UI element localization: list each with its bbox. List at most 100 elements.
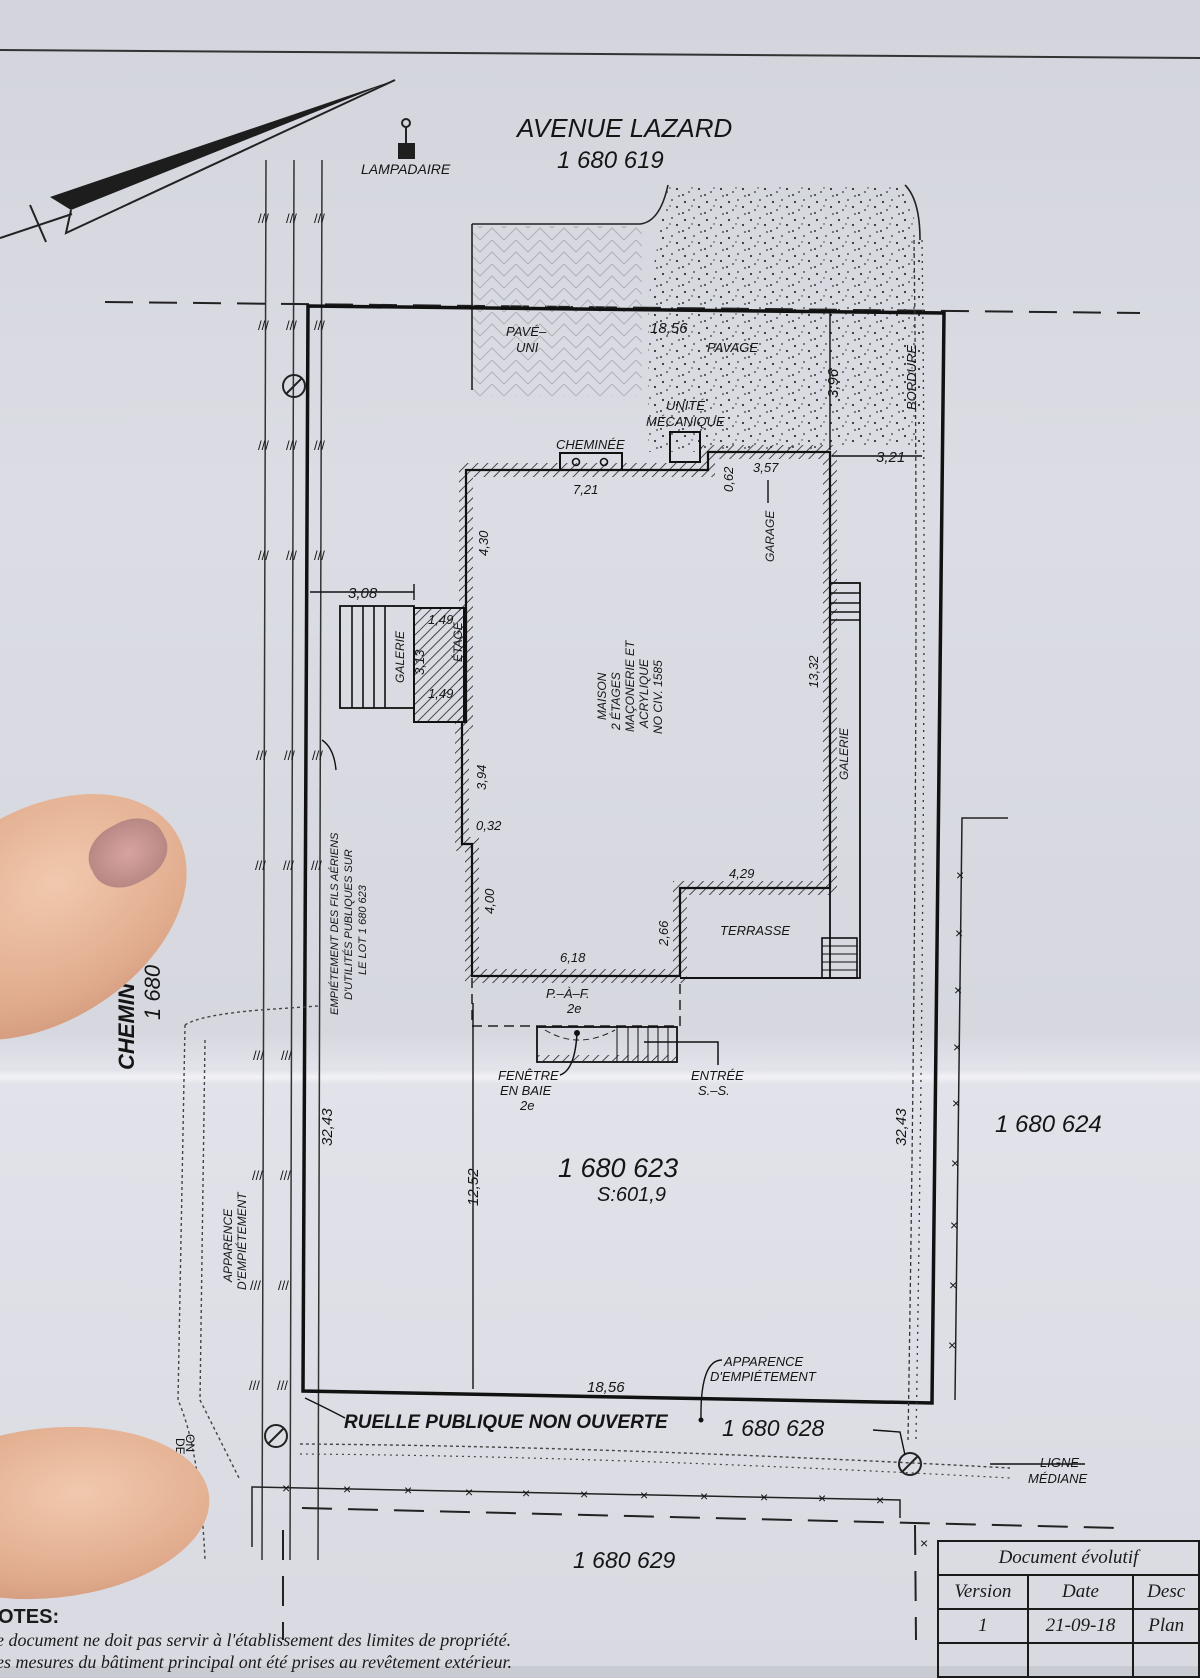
svg-text:×: × bbox=[953, 1039, 961, 1055]
hedge-right bbox=[907, 239, 917, 1441]
bay-window-label-1: FENÊTRE bbox=[498, 1068, 559, 1083]
lamppost-icon bbox=[398, 118, 415, 159]
svg-text:×: × bbox=[954, 982, 962, 998]
revision-col-version: Version bbox=[937, 1574, 1029, 1610]
left-galerie bbox=[339, 605, 415, 709]
svg-text:×: × bbox=[950, 1217, 958, 1233]
revision-table-title: Document évolutif bbox=[937, 1540, 1200, 1576]
svg-text:×: × bbox=[700, 1488, 708, 1504]
chimney-icon bbox=[559, 452, 623, 471]
dim-left-upper: 4,30 bbox=[476, 530, 491, 556]
dim-etage-top: 1,49 bbox=[428, 612, 453, 627]
svg-text:ACRYLIQUE: ACRYLIQUE bbox=[637, 658, 651, 729]
svg-text:///: /// bbox=[258, 318, 269, 333]
table-row: 1 21-09-18 Plan bbox=[937, 1608, 1200, 1644]
encroach-left-label-2: D'EMPIÉTEMENT bbox=[234, 1191, 249, 1290]
svg-text:×: × bbox=[876, 1492, 884, 1508]
dim-front-setback: 3,96 bbox=[825, 368, 842, 398]
lane-rear-line bbox=[301, 1507, 1121, 1529]
dim-rear-wall: 6,18 bbox=[560, 950, 586, 965]
encroach-left-label-1: APPARENCE bbox=[221, 1208, 235, 1283]
bay-window-label-2: EN BAIE bbox=[500, 1083, 552, 1098]
svg-text:///: /// bbox=[283, 858, 294, 873]
utility-wire-ticks: ///////// ///////// ///////// ///////// … bbox=[249, 211, 325, 1393]
dim-garage-step: 0,62 bbox=[721, 466, 736, 492]
bay-window-label-3: 2e bbox=[519, 1098, 534, 1113]
svg-text:×: × bbox=[951, 1155, 959, 1171]
dim-right-setback: 3,21 bbox=[876, 449, 905, 466]
entry-label-1: ENTRÉE bbox=[691, 1068, 744, 1083]
north-arrow-icon bbox=[0, 79, 396, 243]
bay-window-and-entry bbox=[536, 1026, 719, 1076]
utility-wires bbox=[261, 159, 323, 1561]
svg-text:///: /// bbox=[258, 211, 269, 226]
side-street-name: CHEMIN bbox=[114, 982, 139, 1070]
mechanical-unit-label-2: MÉCANIQUE bbox=[646, 414, 725, 429]
svg-text:///: /// bbox=[286, 211, 297, 226]
cut-label-2: ON bbox=[183, 1434, 197, 1452]
svg-text:///: /// bbox=[258, 438, 269, 453]
chimney-label: CHEMINÉE bbox=[556, 437, 625, 452]
svg-text:///: /// bbox=[278, 1278, 289, 1293]
svg-text:///: /// bbox=[256, 748, 267, 763]
right-galerie bbox=[821, 582, 861, 979]
svg-text:///: /// bbox=[286, 548, 297, 563]
median-label-2: MÉDIANE bbox=[1028, 1471, 1088, 1486]
svg-text:×: × bbox=[949, 1277, 957, 1293]
dim-left-side: 32,43 bbox=[319, 1108, 336, 1146]
mechanical-unit-label-1: UNITÉ bbox=[666, 398, 705, 413]
svg-text:×: × bbox=[952, 1095, 960, 1111]
encroach-rear-label-2: D'EMPIÉTEMENT bbox=[710, 1369, 817, 1384]
lot-boundary bbox=[301, 304, 946, 1405]
revision-date: 21-09-18 bbox=[1026, 1608, 1135, 1644]
svg-text:×: × bbox=[640, 1487, 648, 1503]
svg-text:///: /// bbox=[284, 748, 295, 763]
house-description: MAISON 2 ÉTAGES MAÇONERIE ET ACRYLIQUE N… bbox=[595, 639, 665, 734]
fence-rear bbox=[251, 1486, 901, 1547]
notes-line-2: es mesures du bâtiment principal ont été… bbox=[0, 1652, 513, 1672]
svg-text:///: /// bbox=[249, 1378, 260, 1393]
svg-text:///: /// bbox=[314, 318, 325, 333]
overhead-wires-note: EMPIÉTEMENT DES FILS AÉRIENS D'UTILITÉS … bbox=[328, 832, 369, 1015]
encroach-rear-label-1: APPARENCE bbox=[723, 1354, 804, 1369]
svg-text:///: /// bbox=[281, 1048, 292, 1063]
paf-label-2: 2e bbox=[566, 1001, 581, 1016]
svg-text:2 ÉTAGES: 2 ÉTAGES bbox=[608, 672, 623, 731]
svg-text:MAISON: MAISON bbox=[595, 672, 609, 720]
svg-text:///: /// bbox=[286, 438, 297, 453]
notes-section: OTES: e document ne doit pas servir à l'… bbox=[0, 1606, 1200, 1673]
street-lot-number: 1 680 619 bbox=[557, 147, 664, 174]
dim-rear: 18,56 bbox=[587, 1379, 625, 1396]
dim-terrace-wall: 4,29 bbox=[729, 866, 754, 881]
revision-col-date: Date bbox=[1026, 1574, 1135, 1610]
revision-desc: Plan bbox=[1132, 1608, 1200, 1644]
svg-text:MAÇONERIE ET: MAÇONERIE ET bbox=[623, 639, 637, 732]
dim-right-side: 32,43 bbox=[893, 1108, 910, 1146]
svg-text:///: /// bbox=[280, 1168, 291, 1183]
svg-text:×: × bbox=[920, 1535, 928, 1551]
svg-text:///: /// bbox=[314, 211, 325, 226]
pavage-area bbox=[648, 185, 920, 452]
dim-front: 18,56 bbox=[650, 320, 688, 337]
dim-jog: 0,32 bbox=[476, 818, 502, 833]
subject-lot-number: 1 680 623 bbox=[558, 1153, 678, 1183]
galerie-left-label: GALERIE bbox=[393, 630, 407, 683]
paper-fold-crease bbox=[0, 1070, 1200, 1084]
overhang-outline bbox=[471, 978, 681, 1027]
galerie-right-label: GALERIE bbox=[837, 727, 851, 780]
svg-text:///: /// bbox=[286, 318, 297, 333]
road-right-of-way-line bbox=[104, 301, 1141, 314]
dim-left-mid: 3,94 bbox=[474, 765, 489, 790]
svg-text:×: × bbox=[343, 1481, 351, 1497]
lamppost-label: LAMPADAIRE bbox=[361, 161, 451, 177]
svg-text:×: × bbox=[465, 1484, 473, 1500]
fence-marks: ××× ××× ××× bbox=[948, 867, 964, 1353]
street-name: AVENUE LAZARD bbox=[515, 113, 732, 143]
revision-version: 1 bbox=[937, 1608, 1029, 1644]
fence-right bbox=[954, 817, 1008, 1401]
etage-label: ÉTAGE bbox=[450, 621, 465, 662]
svg-text:×: × bbox=[956, 867, 964, 883]
svg-text:///: /// bbox=[255, 858, 266, 873]
utility-pole-icon bbox=[282, 374, 306, 398]
